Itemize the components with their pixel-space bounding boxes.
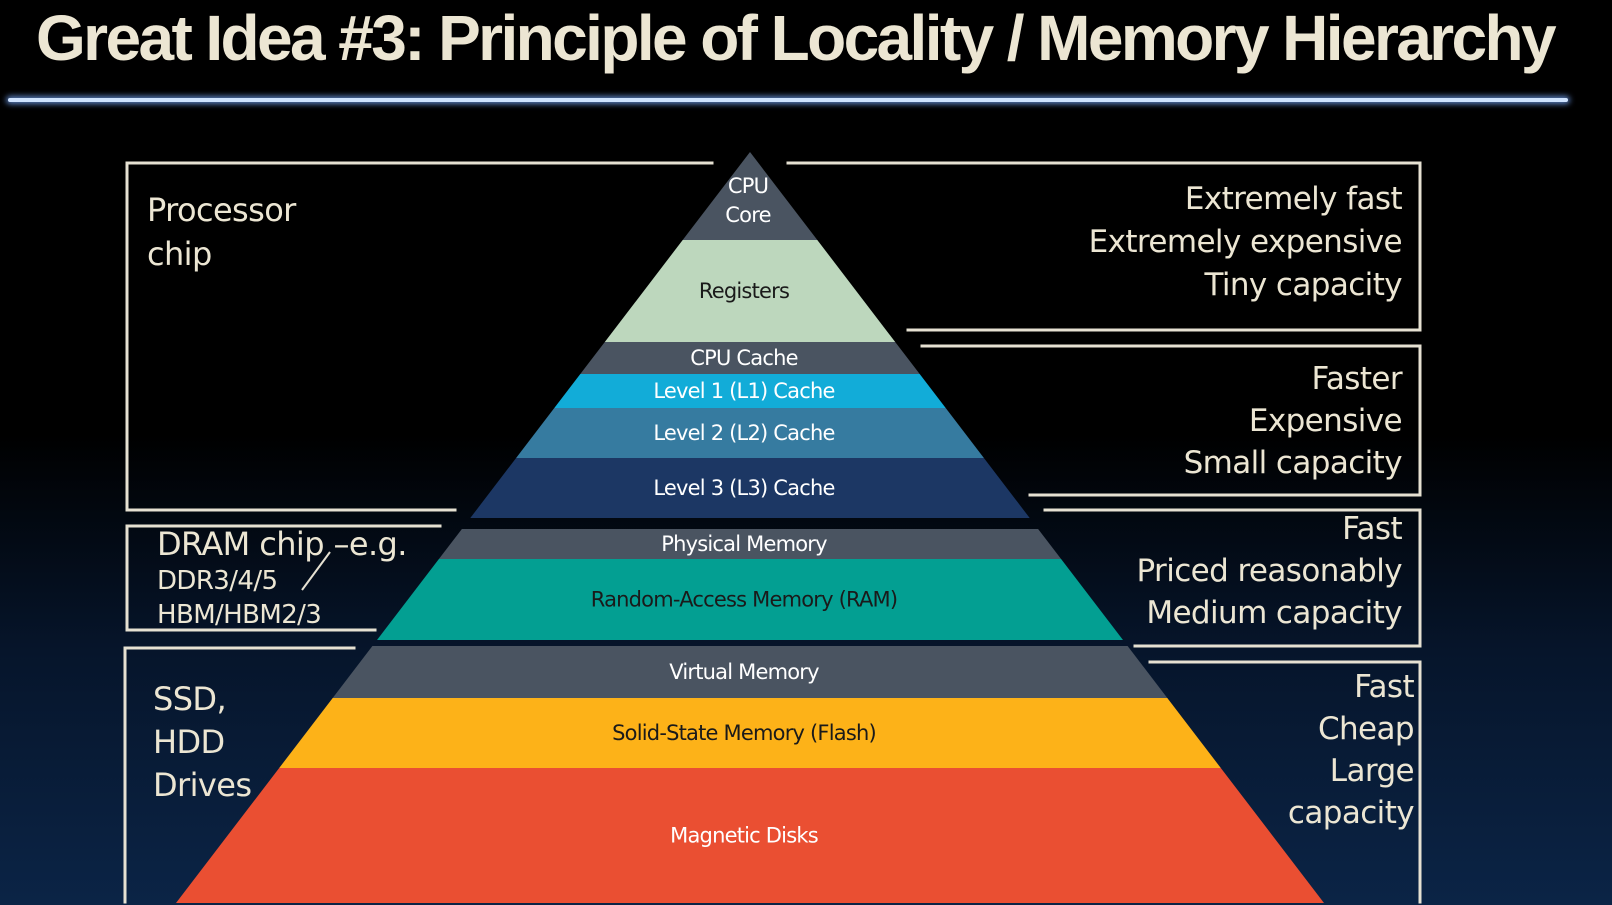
tier-label: Registers	[699, 279, 789, 303]
tier-physical-memory	[438, 529, 1062, 559]
bracket-fast-medium	[1043, 508, 1422, 648]
tier-level-1-l1-cache	[554, 374, 946, 408]
processor-chip-label: Processor chip	[147, 191, 296, 273]
tier-label: Level 3 (L3) Cache	[653, 476, 834, 500]
tier-level-3-l3-cache	[470, 458, 1030, 518]
tier-label: Random-Access Memory (RAM)	[591, 588, 898, 612]
tier-virtual-memory	[332, 646, 1168, 698]
dram-chip-label: DRAM chip –e.g. DDR3/4/5 HBM/HBM2/3	[157, 525, 407, 630]
tier-label: Solid-State Memory (Flash)	[612, 721, 876, 745]
tier-label: Magnetic Disks	[670, 824, 818, 848]
tier-label: CPU Cache	[690, 346, 797, 370]
tier-label: Level 2 (L2) Cache	[653, 421, 834, 445]
bracket-processor-chip	[125, 161, 714, 512]
faster-label: Faster Expensive Small capacity	[1183, 361, 1403, 481]
bracket-drives	[123, 646, 356, 904]
title-underline	[8, 98, 1568, 102]
tier-label: Virtual Memory	[669, 660, 819, 684]
tier-registers	[604, 240, 896, 342]
tier-level-2-l2-cache	[516, 408, 984, 458]
bracket-lines	[123, 161, 1422, 904]
tier-label: Physical Memory	[661, 532, 827, 556]
tier-label: Level 1 (L1) Cache	[653, 379, 834, 403]
bracket-extremely-fast	[786, 161, 1422, 332]
bracket-dram-chip	[125, 524, 442, 632]
tier-random-access-memory-ram	[377, 559, 1123, 640]
bracket-faster	[920, 344, 1422, 497]
fast-medium-label: Fast Priced reasonably Medium capacity	[1136, 511, 1403, 631]
tier-cpu-core	[682, 152, 818, 240]
tier-magnetic-disks	[176, 768, 1324, 903]
tier-label-line2: Core	[725, 203, 770, 227]
drives-label: SSD, HDD Drives	[153, 680, 252, 804]
slide-title: Great Idea #3: Principle of Locality / M…	[36, 2, 1557, 74]
tier-cpu-cache	[580, 342, 920, 374]
fast-large-label: Fast Cheap Large capacity	[1287, 669, 1415, 831]
bracket-fast-large	[1148, 660, 1422, 904]
extremely-fast-label: Extremely fast Extremely expensive Tiny …	[1088, 181, 1403, 303]
tier-solid-state-memory-flash	[279, 698, 1221, 768]
dram-chip-tick	[301, 551, 331, 591]
tier-label-line1: CPU	[728, 174, 768, 198]
